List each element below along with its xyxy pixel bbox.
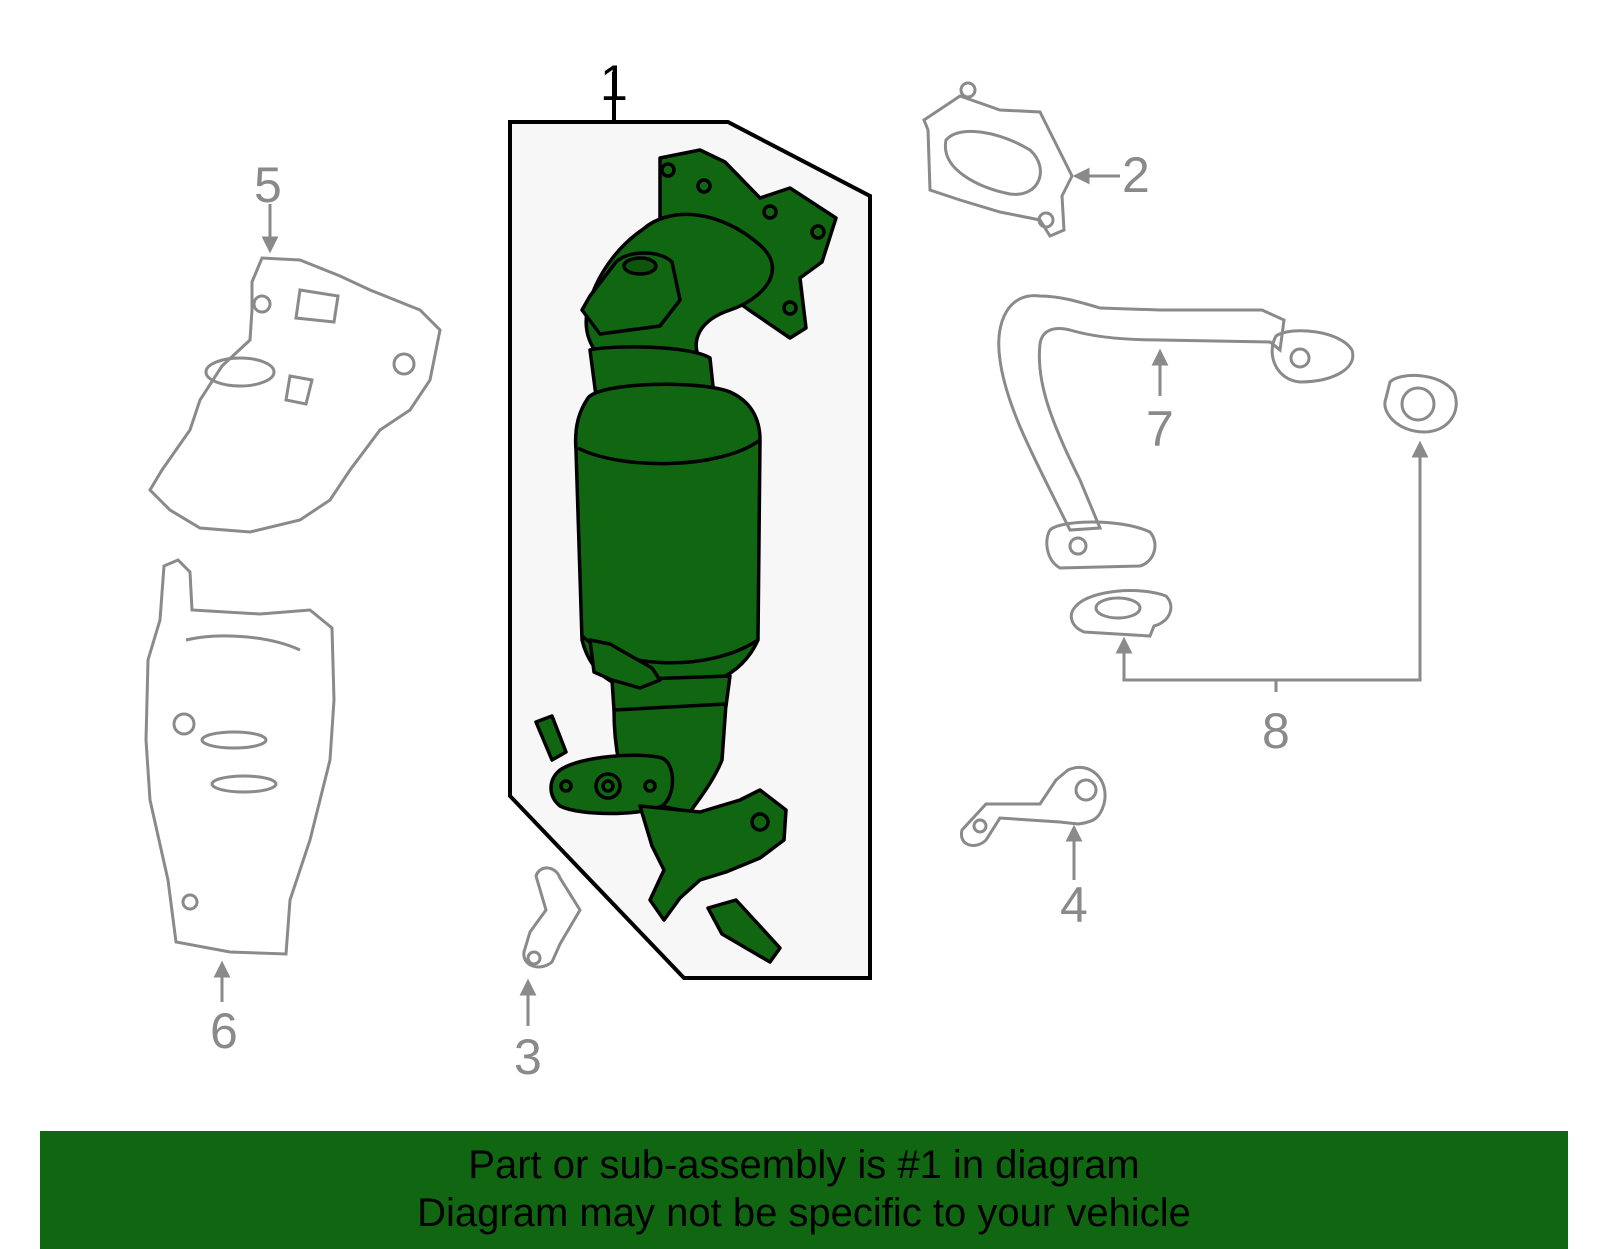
info-banner: Part or sub-assembly is #1 in diagram Di… [40, 1131, 1568, 1249]
callout-3: 3 [514, 1029, 542, 1085]
callout-8: 8 [1262, 703, 1290, 759]
callout-5: 5 [254, 157, 282, 213]
banner-line-2: Diagram may not be specific to your vehi… [417, 1191, 1191, 1235]
heat-shield-lower-part-6[interactable] [144, 558, 336, 1002]
catalytic-converter-part-1[interactable] [534, 148, 838, 964]
callout-6: 6 [210, 1003, 238, 1059]
callout-1: 1 [600, 55, 628, 111]
bracket-part-4[interactable] [959, 765, 1107, 880]
gasket-part-2[interactable] [922, 81, 1120, 238]
callout-2: 2 [1122, 147, 1150, 203]
heat-shield-upper-part-5[interactable] [148, 204, 442, 534]
callout-7: 7 [1146, 401, 1174, 457]
banner-line-1: Part or sub-assembly is #1 in diagram [468, 1143, 1140, 1187]
bracket-part-3[interactable] [519, 866, 582, 1026]
gaskets-part-8[interactable] [1069, 373, 1458, 692]
pipe-part-7[interactable] [997, 294, 1355, 570]
callout-4: 4 [1060, 877, 1088, 933]
